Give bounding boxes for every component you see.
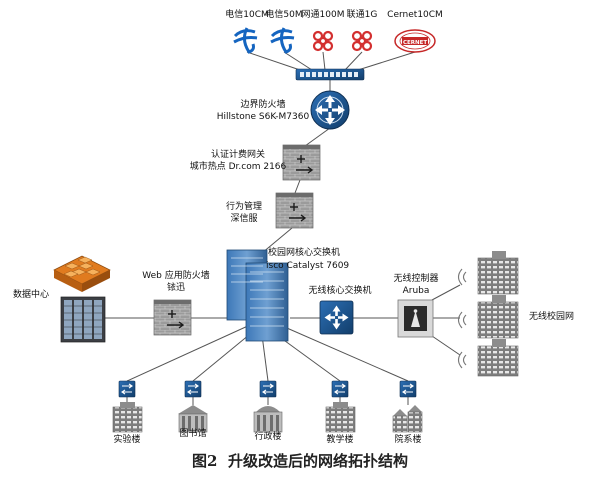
behavior-mgmt-icon [275,192,314,229]
isp-label-5: Cernet10CM [387,10,443,20]
wireless-core-switch-icon [319,300,354,335]
data-center-label: 数据中心 [13,290,50,300]
access-switch-dept [399,380,417,398]
auth-gateway-label: 认证计费网关 [210,150,266,160]
building-teaching-icon [325,402,356,433]
isp-unicom-logo [351,30,373,52]
figure-number: 图2 [192,452,218,470]
wireless-controller-icon [397,299,434,338]
wireless-core-label: 无线核心交换机 [308,286,372,296]
isp-label-2: 电信50M [265,10,303,20]
isp-netcom-logo [312,30,334,52]
isp-label-3: 网通100M [301,10,345,20]
building-label-library: 图书馆 [179,429,207,439]
building-library-icon [178,405,208,433]
building-lab-icon [112,402,143,433]
wireless-building-2 [457,295,519,339]
border-firewall-label: 边界防火墙 [240,100,286,110]
access-switches [118,380,417,398]
connection-lines [105,51,461,405]
border-firewall-model: Hillstone S6K-M7360 [216,112,310,122]
wireless-campus-buildings [457,251,519,377]
core-switch-label: 校园网核心交换机 [268,248,341,258]
building-label-lab: 实验楼 [113,435,141,445]
auth-gateway-model: 城市热点 Dr.com 2166 [189,162,287,172]
building-label-dept: 院系楼 [394,435,422,445]
core-switch-icon [226,249,289,342]
building-label-admin: 行政楼 [254,432,282,442]
isp-telecom-logo-1 [233,27,258,54]
border-firewall-icon [310,90,350,130]
wireless-campus-label: 无线校园网 [529,312,575,322]
web-firewall-label: Web 应用防火墙 [142,271,210,281]
wireless-building-3 [457,339,519,377]
isp-cernet-logo: CERNET [394,29,436,53]
edge-router [295,68,365,81]
wireless-controller-vendor: Aruba [402,286,430,296]
svg-text:CERNET: CERNET [403,40,427,46]
isp-telecom-logo-2 [270,27,295,54]
wireless-building-1 [457,251,519,295]
building-admin-icon [253,406,283,433]
data-center-icon [53,255,111,343]
auth-gateway-icon [282,144,321,181]
building-dept-icon [392,405,423,433]
web-firewall-vendor: 铱迅 [166,283,186,293]
switch-arrows [121,383,414,395]
access-switch-library [184,380,202,398]
isp-label-4: 联通1G [346,10,378,20]
wireless-controller-label: 无线控制器 [393,274,439,284]
figure-title: 升级改造后的网络拓扑结构 [227,452,408,470]
web-firewall-icon [153,299,192,336]
access-switch-lab [118,380,136,398]
behavior-mgmt-vendor: 深信服 [230,214,258,224]
access-switch-admin [259,380,277,398]
isp-label-1: 电信10CM [225,10,269,20]
figure-caption: 图2 升级改造后的网络拓扑结构 [0,450,600,471]
behavior-mgmt-label: 行为管理 [225,202,263,212]
access-switch-teaching [331,380,349,398]
building-label-teaching: 教学楼 [326,435,354,445]
core-switch-model: isco Catalyst 7609 [266,261,350,271]
